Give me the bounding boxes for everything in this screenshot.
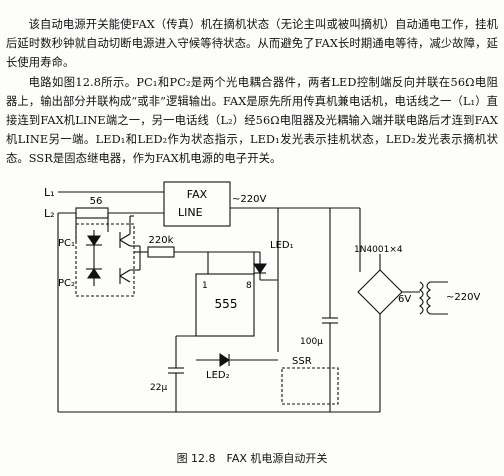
label-pin8: 8	[246, 281, 252, 291]
ssr-box	[281, 367, 339, 405]
label-pin1: 1	[202, 281, 208, 291]
paragraph-description: 电路如图12.8所示。PC₁和PC₂是两个光电耦合器件，两者LED控制端反向并联…	[6, 76, 498, 166]
label-l1: L₁	[44, 186, 55, 199]
resistor-56-symbol	[75, 207, 109, 219]
transformer-secondary	[426, 281, 431, 315]
label-fax-title: FAX	[187, 188, 208, 201]
pc1-led-symbol	[86, 235, 102, 246]
led1-symbol	[252, 263, 268, 274]
optocoupler-box	[75, 223, 135, 297]
label-l2: L₂	[44, 207, 55, 220]
label-fax-supply: ~220V	[232, 194, 266, 205]
label-bridge: 1N4001×4	[354, 245, 403, 255]
label-pc1: PC₁	[58, 238, 75, 249]
label-led1: LED₁	[270, 240, 294, 251]
bridge-rectifier-symbol	[357, 269, 403, 315]
label-ssr: SSR	[292, 356, 312, 367]
label-ic555: 555	[215, 297, 238, 311]
circuit-diagram: L₁ L₂ 56 FAX LINE ~220V PC₁ PC₂ 220k 555…	[44, 181, 480, 413]
label-c22: 22μ	[150, 383, 167, 393]
label-pc2: PC₂	[58, 278, 75, 289]
led2-symbol	[219, 352, 230, 368]
ic-555-box	[195, 273, 255, 337]
label-led2: LED₂	[206, 370, 230, 381]
paragraph-intro: 该自动电源开关能使FAX（传真）机在摘机状态（无论主叫或被叫摘机）自动通电工作，…	[6, 18, 498, 70]
figure-caption: 图 12.8 FAX 机电源自动开关	[176, 452, 328, 465]
label-6v: 6V	[398, 294, 411, 305]
fax-box	[163, 181, 231, 227]
label-fax-line: LINE	[178, 206, 203, 219]
label-r220k: 220k	[149, 235, 174, 246]
label-r56: 56	[90, 196, 103, 207]
label-mains: ~220V	[446, 292, 480, 303]
transformer-primary	[419, 281, 424, 315]
label-c100: 100μ	[300, 337, 323, 347]
pc2-led-symbol	[86, 268, 102, 279]
resistor-220k-symbol	[147, 246, 175, 258]
